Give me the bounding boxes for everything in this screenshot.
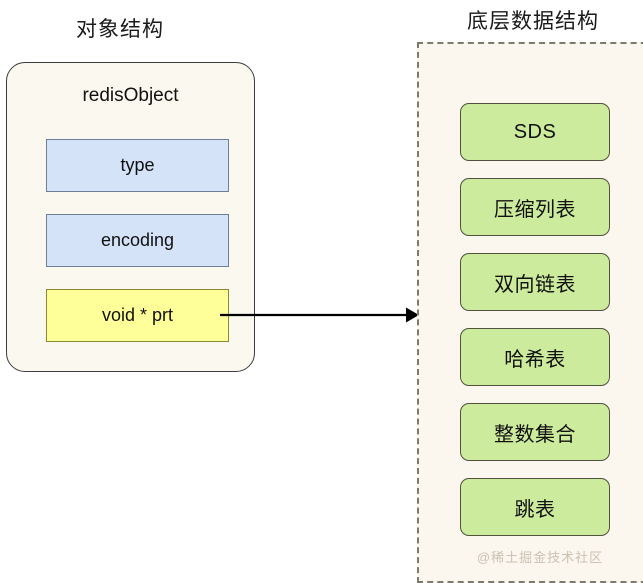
ds-box-linkedlist: 双向链表 [460,253,610,311]
underlying-data-structure-title: 底层数据结构 [467,10,599,33]
redis-object-card: redisObject type encoding void * prt [6,62,255,372]
ds-box-sds: SDS [460,103,610,161]
pointer-arrow [220,307,419,323]
object-structure-title: 对象结构 [76,18,164,41]
field-type: type [46,139,229,192]
field-void-pointer: void * prt [46,289,229,342]
field-encoding: encoding [46,214,229,267]
ds-box-ziplist: 压缩列表 [460,178,610,236]
watermark-text: @稀土掘金技术社区 [476,550,604,565]
redis-object-label: redisObject [82,85,179,106]
ds-box-skiplist: 跳表 [460,478,610,536]
data-structure-panel: SDS 压缩列表 双向链表 哈希表 整数集合 跳表 @稀土掘金技术社区 [417,42,643,583]
ds-box-hashtable: 哈希表 [460,328,610,386]
ds-box-intset: 整数集合 [460,403,610,461]
